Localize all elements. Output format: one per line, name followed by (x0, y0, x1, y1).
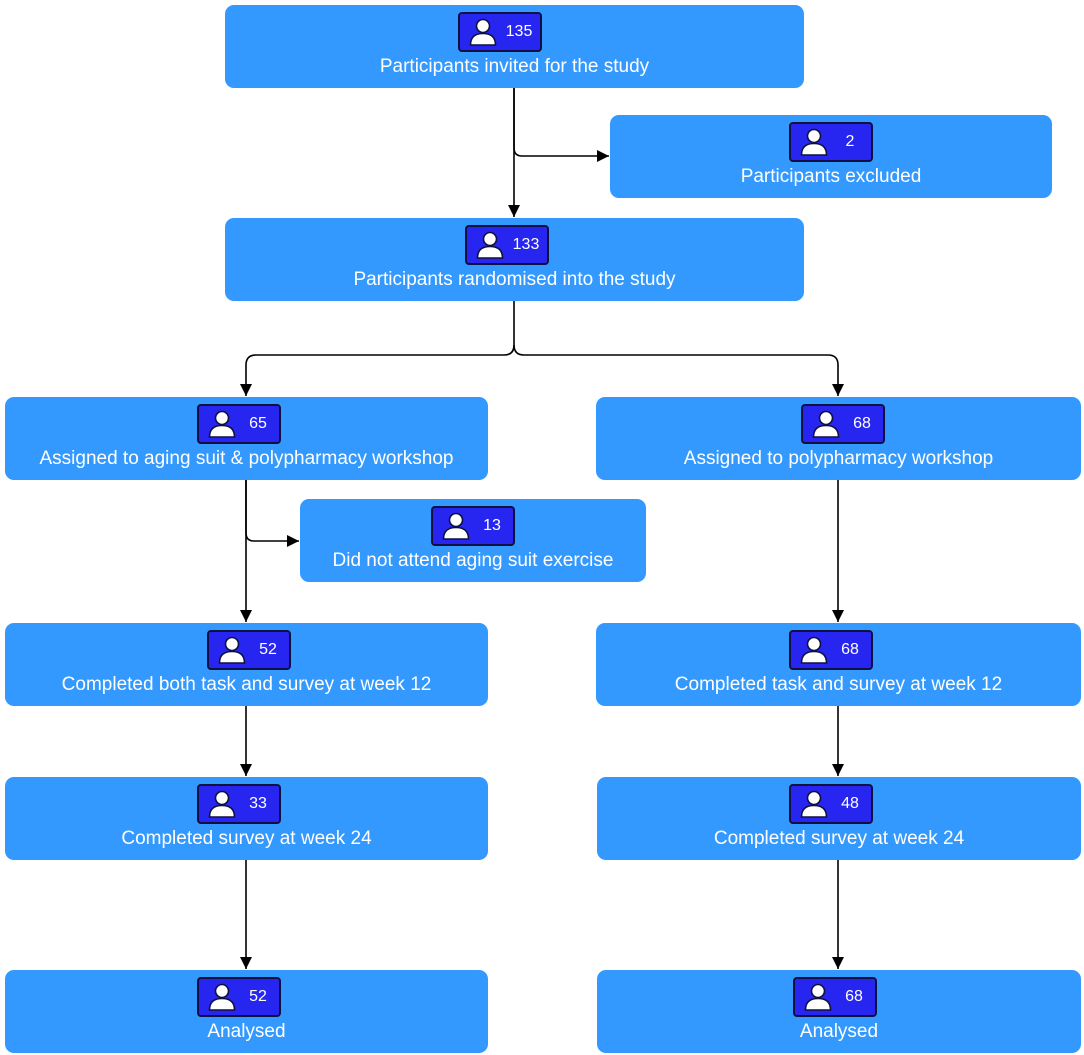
edge-aging-suit-arm-to-did-not-attend (245, 480, 299, 547)
person-icon (811, 409, 841, 439)
flow-node-label: Participants invited for the study (379, 56, 650, 77)
flow-node-label: Completed survey at week 24 (121, 828, 372, 849)
edge-invited-to-excluded (513, 88, 609, 162)
flow-node-label: Did not attend aging suit exercise (332, 550, 614, 571)
participant-count-badge: 133 (465, 225, 549, 265)
participant-count-badge: 65 (197, 404, 281, 444)
edge-randomised-to-aging-suit-arm (240, 301, 515, 396)
participant-count-badge: 2 (789, 122, 873, 162)
flow-node-label: Completed both task and survey at week 1… (61, 674, 432, 695)
person-icon (207, 409, 237, 439)
participant-count: 13 (483, 517, 501, 534)
flow-node-label: Analysed (799, 1021, 879, 1042)
flow-node-label: Completed survey at week 24 (713, 828, 965, 849)
participant-count-badge: 52 (207, 630, 291, 670)
person-icon (441, 511, 471, 541)
flow-node-label: Analysed (207, 1021, 286, 1042)
participant-count: 65 (249, 415, 267, 432)
person-icon (207, 789, 237, 819)
participant-count-badge: 52 (197, 977, 281, 1017)
participant-count-badge: 68 (793, 977, 877, 1017)
person-icon (207, 982, 237, 1012)
flow-node-label: Completed task and survey at week 12 (674, 674, 1003, 695)
flow-node-label: Participants excluded (740, 166, 922, 187)
participant-count: 33 (249, 795, 267, 812)
person-icon (468, 17, 498, 47)
flow-node-label: Participants randomised into the study (353, 269, 676, 290)
participant-count: 68 (853, 415, 871, 432)
participant-count: 68 (845, 988, 863, 1005)
participant-count-badge: 13 (431, 506, 515, 546)
participant-count-badge: 48 (789, 784, 873, 824)
person-icon (799, 127, 829, 157)
person-icon (475, 230, 505, 260)
participant-count-badge: 135 (458, 12, 542, 52)
participant-count-badge: 68 (801, 404, 885, 444)
participant-count: 48 (841, 795, 859, 812)
participant-count: 52 (259, 641, 277, 658)
participant-count: 2 (845, 133, 855, 150)
person-icon (217, 635, 247, 665)
flow-node-label: Assigned to aging suit & polypharmacy wo… (39, 448, 454, 469)
participant-count-badge: 33 (197, 784, 281, 824)
participant-count-badge: 68 (789, 630, 873, 670)
person-icon (799, 789, 829, 819)
person-icon (803, 982, 833, 1012)
participant-count: 135 (505, 23, 533, 40)
participant-count: 133 (512, 236, 540, 253)
participant-count: 68 (841, 641, 859, 658)
flow-node-label: Assigned to polypharmacy workshop (683, 448, 994, 469)
participant-count: 52 (249, 988, 267, 1005)
person-icon (799, 635, 829, 665)
edge-randomised-to-polypharmacy-arm (513, 344, 844, 396)
